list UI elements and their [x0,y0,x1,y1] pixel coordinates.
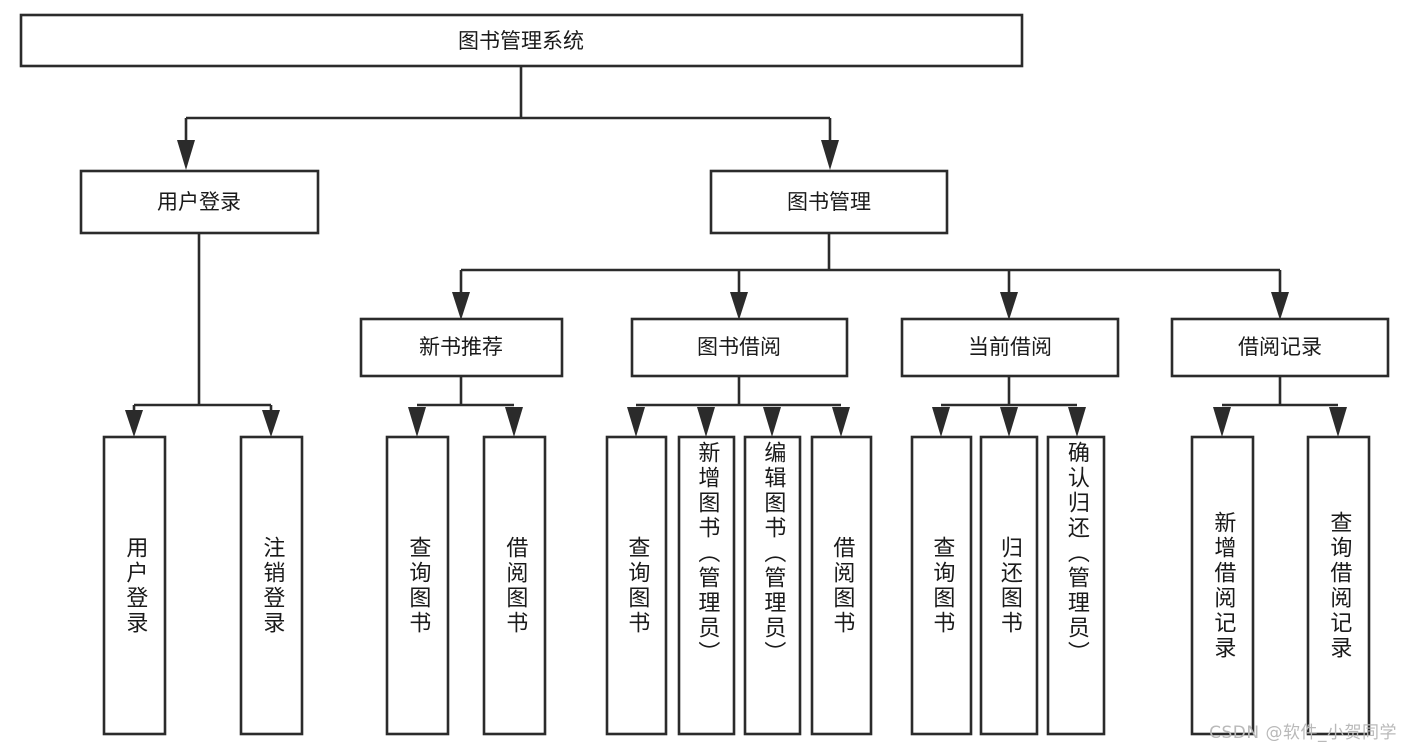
node-leaf-query-book-2-box[interactable] [605,435,668,736]
node-leaf-borrow-book-2-box[interactable] [810,435,873,736]
node-book-manage-label: 图书管理 [787,190,871,214]
node-new-book-rec[interactable]: 新书推荐 [359,317,564,378]
node-book-borrow[interactable]: 图书借阅 [630,317,849,378]
arrow-head-leaf-borrow-book-2 [832,407,850,437]
node-borrow-record-box[interactable] [1170,317,1390,378]
arrow-head-book-borrow [730,292,748,320]
arrow-head-new-book-rec [452,292,470,320]
node-user-login-box[interactable] [79,169,320,235]
watermark-text: CSDN @软件_小贺同学 [1209,723,1397,743]
arrow-head-leaf-user-login [125,410,143,437]
arrow-head-leaf-query-book-1 [408,407,426,437]
arrow-head-leaf-query-book-3 [932,407,950,437]
arrow-head-leaf-user-logout [262,410,280,437]
node-leaf-query-book-1-box[interactable] [385,435,450,736]
node-leaf-borrow-book-1-box[interactable] [482,435,547,736]
node-current-borrow[interactable]: 当前借阅 [900,317,1120,378]
arrow-head-book-manage [821,140,839,170]
node-root-box[interactable] [19,13,1024,68]
node-current-borrow-label: 当前借阅 [968,335,1052,359]
node-borrow-record[interactable]: 借阅记录 [1170,317,1390,378]
arrow-head-leaf-add-book [697,407,715,437]
node-book-borrow-label: 图书借阅 [697,335,781,359]
node-new-book-rec-label: 新书推荐 [419,335,503,359]
node-root-label: 图书管理系统 [458,29,584,53]
arrow-head-leaf-borrow-book-1 [505,407,523,437]
node-leaf-user-login-box[interactable] [102,435,167,736]
node-current-borrow-box[interactable] [900,317,1120,378]
node-new-book-rec-box[interactable] [359,317,564,378]
connector-book-manage-to-level3 [452,233,1289,320]
node-leaf-return-book-box[interactable] [979,435,1039,736]
connector-root-to-level2 [177,66,839,170]
node-root[interactable]: 图书管理系统 [19,13,1024,68]
node-user-login[interactable]: 用户登录 [79,169,320,235]
node-book-manage-box[interactable] [709,169,949,235]
node-book-borrow-box[interactable] [630,317,849,378]
node-book-manage[interactable]: 图书管理 [709,169,949,235]
arrow-head-leaf-query-book-2 [627,407,645,437]
arrow-head-leaf-edit-book [763,407,781,437]
arrow-head-user-login [177,140,195,170]
connector-book-borrow-to-leaves [627,376,850,437]
node-borrow-record-label: 借阅记录 [1238,335,1322,359]
node-leaf-query-book-3-box[interactable] [910,435,973,736]
node-leaf-add-book-box[interactable] [677,435,736,736]
connector-new-book-rec-to-leaves [408,376,523,437]
node-leaf-user-logout-box[interactable] [239,435,304,736]
node-leaf-edit-book-box[interactable] [743,435,802,736]
connector-user-login-to-leaves [125,233,280,437]
arrow-head-leaf-query-record [1329,407,1347,437]
arrow-head-leaf-add-record [1213,407,1231,437]
arrow-head-leaf-return-book [1000,407,1018,437]
node-leaf-confirm-return-box[interactable] [1046,435,1106,736]
node-leaf-query-record-box[interactable] [1306,435,1371,736]
arrow-head-leaf-confirm-return [1068,407,1086,437]
node-leaf-add-record-box[interactable] [1190,435,1255,736]
connector-borrow-record-to-leaves [1213,376,1347,437]
arrow-head-borrow-record [1271,292,1289,320]
connector-current-borrow-to-leaves [932,376,1086,437]
node-user-login-label: 用户登录 [157,190,241,214]
arrow-head-current-borrow [1000,292,1018,320]
